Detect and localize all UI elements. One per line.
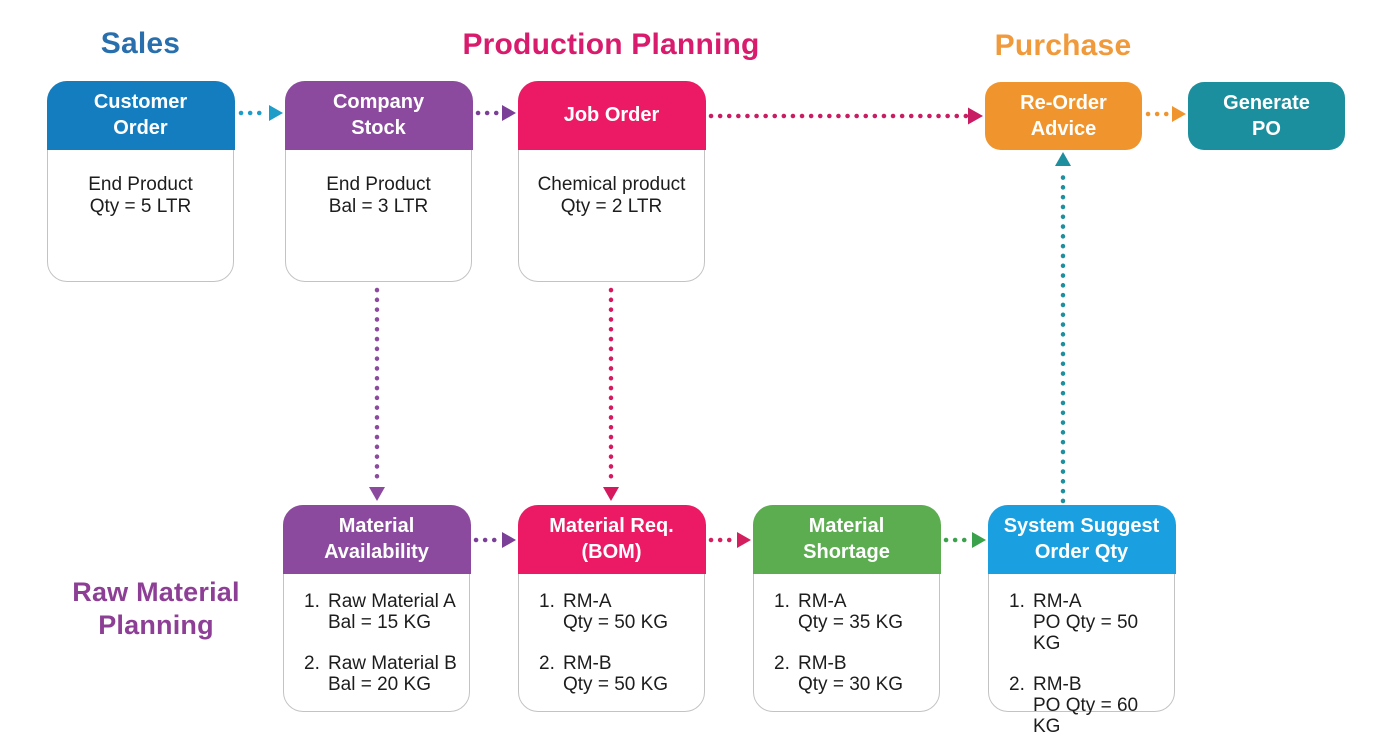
box-job-order: Job Order Chemical product Qty = 2 LTR: [517, 80, 706, 282]
section-title-raw-material-planning: Raw Material Planning: [72, 577, 240, 640]
list-item: 1. RM-A Qty = 50 KG: [539, 590, 669, 633]
box-job-order-body: Chemical product Qty = 2 LTR: [537, 173, 686, 217]
box-material-req-bom-header: Material Req. (BOM): [517, 504, 706, 574]
arrow-job-order-to-reorder-advice: [708, 107, 983, 125]
arrow-system-suggest-to-reorder-advice: [1055, 152, 1071, 504]
list-item: 1. RM-A Qty = 35 KG: [774, 590, 904, 633]
box-customer-order-body: End Product Qty = 5 LTR: [88, 173, 193, 217]
arrow-material-availability-to-material-req-bom: [473, 532, 516, 548]
arrow-material-req-bom-to-material-shortage: [708, 532, 751, 548]
arrow-customer-order-to-company-stock: [238, 105, 283, 121]
box-material-shortage-header: Material Shortage: [752, 504, 941, 574]
box-material-availability-body: 1. Raw Material A Bal = 15 KG 2. Raw Mat…: [284, 574, 469, 695]
box-company-stock-header: Company Stock: [284, 80, 473, 150]
section-title-production-planning: Production Planning: [462, 28, 760, 61]
box-system-suggest-order-qty-header: System Suggest Order Qty: [987, 504, 1176, 574]
box-material-availability-header: Material Availability: [282, 504, 471, 574]
box-material-req-bom: Material Req. (BOM) 1. RM-A Qty = 50 KG …: [517, 504, 706, 712]
box-material-availability: Material Availability 1. Raw Material A …: [282, 504, 471, 712]
section-title-purchase: Purchase: [994, 29, 1132, 62]
list-item: 1. Raw Material A Bal = 15 KG: [304, 590, 456, 633]
arrow-material-shortage-to-system-suggest: [943, 532, 986, 548]
box-system-suggest-order-qty-body: 1. RM-A PO Qty = 50 KG 2. RM-B PO Qty = …: [989, 574, 1174, 737]
box-job-order-header: Job Order: [517, 80, 706, 150]
arrow-company-stock-to-job-order: [475, 105, 516, 121]
arrow-company-stock-to-material-availability: [369, 287, 385, 501]
box-material-req-bom-body: 1. RM-A Qty = 50 KG 2. RM-B Qty = 50 KG: [519, 574, 704, 695]
box-customer-order: Customer Order End Product Qty = 5 LTR: [46, 80, 235, 282]
box-reorder-advice: Re-Order Advice: [985, 82, 1142, 150]
list-item: 2. Raw Material B Bal = 20 KG: [304, 652, 457, 695]
box-generate-po: Generate PO: [1188, 82, 1345, 150]
list-item: 2. RM-B Qty = 50 KG: [539, 652, 669, 695]
list-item: 2. RM-B Qty = 30 KG: [774, 652, 904, 695]
box-customer-order-header: Customer Order: [46, 80, 235, 150]
section-title-sales: Sales: [100, 27, 181, 60]
box-material-shortage-body: 1. RM-A Qty = 35 KG 2. RM-B Qty = 30 KG: [754, 574, 939, 695]
box-system-suggest-order-qty: System Suggest Order Qty 1. RM-A PO Qty …: [987, 504, 1176, 737]
arrow-job-order-to-material-req-bom: [603, 287, 619, 501]
box-material-shortage: Material Shortage 1. RM-A Qty = 35 KG 2.…: [752, 504, 941, 712]
list-item: 2. RM-B PO Qty = 60 KG: [1009, 673, 1139, 737]
arrow-reorder-advice-to-generate-po: [1145, 106, 1186, 122]
box-company-stock-body: End Product Bal = 3 LTR: [326, 173, 431, 217]
list-item: 1. RM-A PO Qty = 50 KG: [1009, 590, 1139, 654]
box-company-stock: Company Stock End Product Bal = 3 LTR: [284, 80, 473, 282]
